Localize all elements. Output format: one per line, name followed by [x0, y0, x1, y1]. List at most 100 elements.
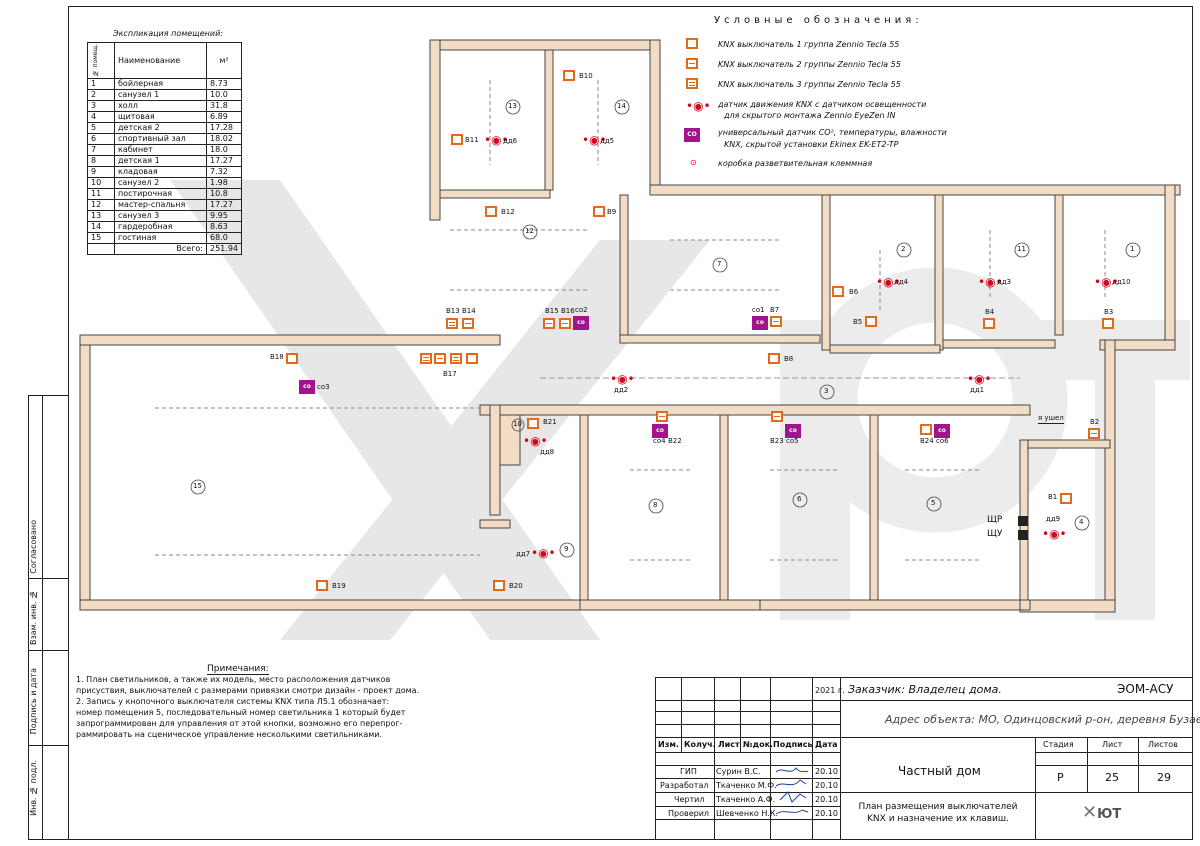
switch-b14[interactable]	[462, 318, 474, 329]
motion-sensor-dd1[interactable]: •◉•	[967, 372, 992, 386]
switch-b22[interactable]	[656, 411, 668, 422]
co2-sensor-1[interactable]: co	[752, 316, 768, 330]
motion-sensor-dd6[interactable]: •◉•	[484, 133, 509, 147]
switch-b3[interactable]	[1102, 318, 1114, 329]
motion-sensor-dd8[interactable]: •◉•	[523, 434, 548, 448]
switch-b4[interactable]	[983, 318, 995, 329]
title-sheets-h: Листов	[1148, 740, 1178, 749]
room-number-3: 3	[824, 387, 829, 395]
motion-sensor-dd8-label: дд8	[540, 448, 555, 456]
switch-b4-label: В4	[985, 308, 995, 316]
motion-sensor-dd2[interactable]: •◉•	[610, 372, 635, 386]
switch-b5[interactable]	[865, 316, 877, 327]
co2-sensor-icon: CO	[684, 128, 700, 142]
room-number-6: 6	[797, 495, 802, 503]
switch-b17-label: В17	[443, 370, 457, 378]
title-stage-h: Стадия	[1043, 740, 1074, 749]
motion-sensor-dd10-label: дд10	[1112, 278, 1131, 286]
title-col-koluch: Колуч.	[684, 740, 716, 749]
room-number-14: 14	[617, 102, 626, 110]
switch-b17b[interactable]	[434, 353, 446, 364]
motion-sensor-dd3[interactable]: •◉•	[978, 275, 1003, 289]
switch-b7[interactable]	[770, 316, 782, 327]
switch-b2[interactable]	[1088, 428, 1100, 439]
notes-line-4: номер помещения 5, последовательный номе…	[76, 708, 406, 717]
switch-b10[interactable]	[563, 70, 575, 81]
motion-sensor-dd9-label: дд9	[1046, 515, 1061, 523]
legend-item-8: коробка разветвительная клеммная	[718, 159, 873, 168]
explication-total-row: Всего:251.94	[87, 243, 242, 255]
notes-line-1: 1. План светильников, а также их модель,…	[76, 675, 391, 684]
switch-b9[interactable]	[593, 206, 605, 217]
switch-b18-label: В18	[270, 353, 284, 361]
switch-b16[interactable]	[559, 318, 571, 329]
motion-sensor-dd4-label: дд4	[894, 278, 909, 286]
switch-b6[interactable]	[832, 286, 844, 297]
room-number-8: 8	[653, 501, 658, 509]
motion-sensor-dd4[interactable]: •◉•	[876, 275, 901, 289]
switch-b13[interactable]	[446, 318, 458, 329]
motion-sensor-dd3-label: дд3	[997, 278, 1012, 286]
switch-b21[interactable]	[527, 418, 539, 429]
switch-b15[interactable]	[543, 318, 555, 329]
title-code: ЭОМ-АСУ	[1117, 682, 1174, 696]
switch-b19[interactable]	[316, 580, 328, 591]
switch-b24[interactable]	[920, 424, 932, 435]
switch-b16-label: В16	[561, 307, 575, 315]
person-name-3: Ткаченко А.Ф.	[716, 795, 776, 804]
switch-b23[interactable]	[771, 411, 783, 422]
room-number-10: 10	[513, 420, 522, 428]
motion-sensor-dd5[interactable]: •◉•	[582, 133, 607, 147]
sheet-frame	[68, 6, 1193, 840]
title-customer: Заказчик: Владелец дома.	[848, 683, 1002, 696]
motion-sensor-dd10[interactable]: •◉•	[1094, 275, 1119, 289]
switch-b20[interactable]	[493, 580, 505, 591]
switch-b3-label: В3	[1104, 308, 1114, 316]
panel-shu-label: ЩУ	[987, 529, 1003, 539]
motion-sensor-dd9[interactable]: •◉•	[1042, 527, 1067, 541]
switch-b17c[interactable]	[450, 353, 462, 364]
switch-b18[interactable]	[286, 353, 298, 364]
switch-b17[interactable]	[420, 353, 432, 364]
room-number-9: 9	[564, 545, 569, 553]
room-number-15: 15	[193, 482, 202, 490]
switch-b12[interactable]	[485, 206, 497, 217]
co2-sensor-2[interactable]: co	[573, 316, 589, 330]
co2-sensor-2-label: со2	[575, 306, 588, 314]
co2-sensor-6-label: со6	[936, 437, 949, 445]
motion-sensor-icon: •◉•	[686, 99, 711, 113]
motion-sensor-dd5-label: дд5	[600, 137, 615, 145]
legend-item-6: универсальный датчик CO², температуры, в…	[718, 128, 947, 137]
co2-sensor-4-label: со4	[653, 437, 666, 445]
room-number-11: 11	[1017, 245, 1026, 253]
notes-line-3: 2. Запись у кнопочного выключателя систе…	[76, 697, 390, 706]
switch-b21-label: В21	[543, 418, 557, 426]
title-col-podpis: Подпись	[773, 740, 813, 749]
co2-sensor-5[interactable]: co	[785, 424, 801, 438]
switch-b1[interactable]	[1060, 493, 1072, 504]
company-logo-text: ЮТ	[1097, 807, 1122, 822]
company-logo: ✕ЮТ	[1082, 802, 1122, 823]
title-col-izm: Изм.	[658, 740, 679, 749]
switch-b8[interactable]	[768, 353, 780, 364]
switch-b9-label: В9	[607, 208, 617, 216]
switch-b22-label: В22	[668, 437, 682, 445]
legend-item-4: датчик движения KNX с датчиком освещенно…	[718, 100, 927, 109]
switch-b6-label: В6	[849, 288, 859, 296]
co2-sensor-6[interactable]: co	[934, 424, 950, 438]
room-number-5: 5	[931, 499, 936, 507]
switch-b11[interactable]	[451, 134, 463, 145]
person-role-2: Разработал	[660, 781, 709, 790]
person-date-4: 20.10	[815, 809, 838, 818]
co2-sensor-3[interactable]: co	[299, 380, 315, 394]
switch-b17d[interactable]	[466, 353, 478, 364]
co2-sensor-4[interactable]: co	[652, 424, 668, 438]
motion-sensor-dd7[interactable]: •◉•	[531, 546, 556, 560]
exit-button-label: я ушел	[1038, 414, 1064, 424]
title-sheet-h: Лист	[1102, 740, 1123, 749]
